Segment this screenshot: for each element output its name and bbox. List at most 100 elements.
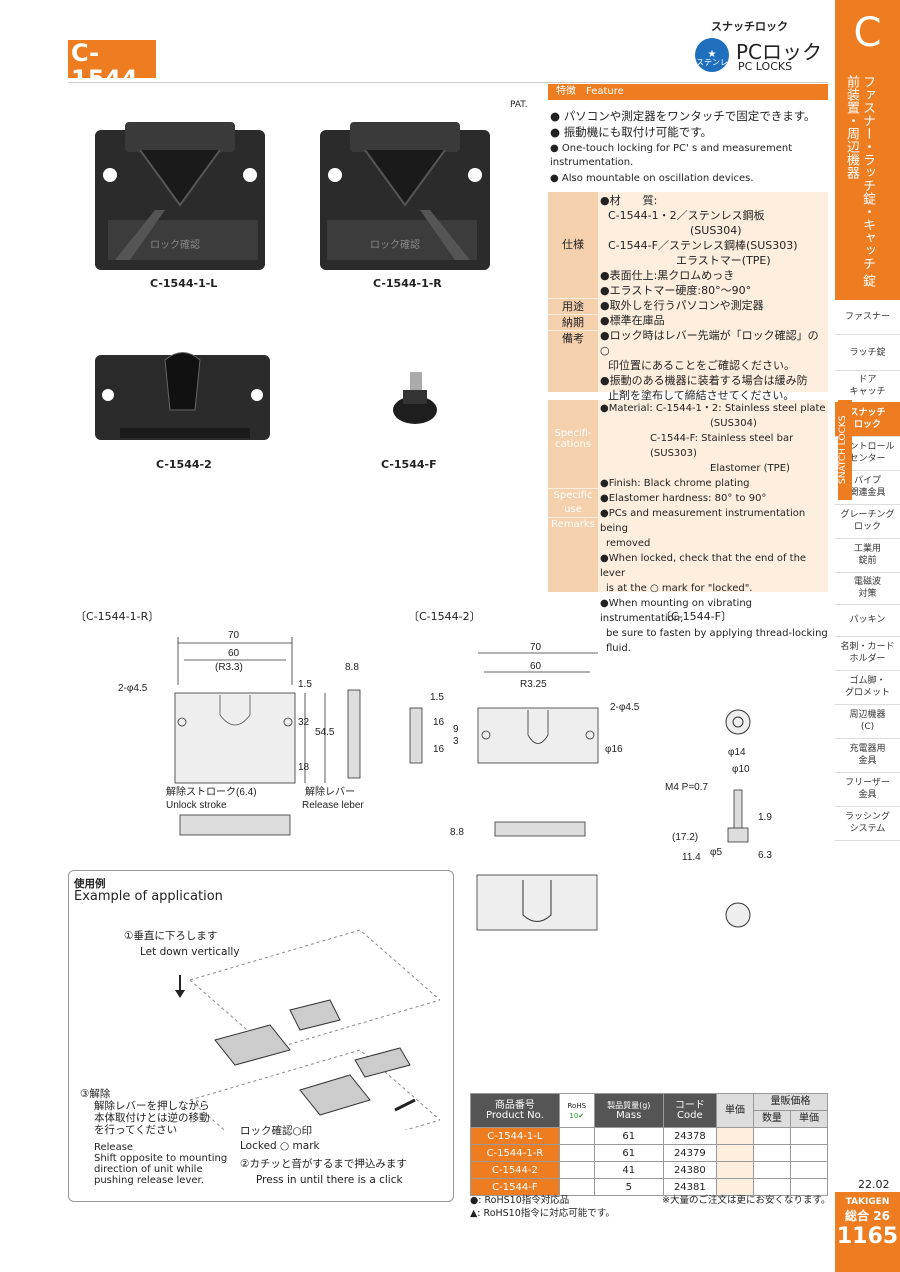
sidebar-snatch-en: SNATCH LOCKS [838,400,852,500]
d2-d16: φ16 [605,744,623,755]
use-jp-label: 用途 [548,299,598,314]
cell-mass: 61 [593,1144,664,1162]
cell-qty [752,1144,791,1162]
cell-rohs [558,1127,595,1145]
sidebar-item[interactable]: フリーザー 金具 [835,772,900,807]
sidebar-item[interactable]: ラッシング システム [835,806,900,841]
feature-bar: 特徴 Feature [548,84,828,100]
sidebar-item[interactable]: 工業用 錠前 [835,538,900,573]
caption-c1544-f: C-1544-F [381,458,437,471]
cell-vprice [789,1161,829,1179]
d3-d10: φ10 [732,764,750,775]
d1-h18: 18 [298,762,310,773]
d3-h172: (17.2) [672,832,698,843]
photo-c1544-f [393,372,437,424]
step2-jp: ②カチッと音がするまで押込みます [240,1158,407,1170]
sidebar-item[interactable]: 充電器用 金具 [835,738,900,773]
note-rohs-possible: ▲: RoHS10指令に対応可能です。 [470,1208,615,1219]
product-badge: C-1544 ステンレス製 [68,40,156,102]
d2-t88: 8.8 [450,827,464,838]
d3-thread: M4 P=0.7 [665,782,709,793]
cell-vprice [789,1144,829,1162]
d1-lever-jp: 解除レバー [305,785,355,798]
sidebar-item[interactable]: ドア キャッチ [835,370,900,403]
caption-c1544-2: C-1544-2 [156,458,212,471]
step1-jp: ①垂直に下ろします [124,930,218,942]
cell-mass: 41 [593,1161,664,1179]
step3-en: Release Shift opposite to mounting direc… [94,1142,228,1186]
d1-stroke-jp: 解除ストローク(6.4) [166,785,257,798]
sidebar-item[interactable]: パッキン [835,604,900,637]
drawing-c1544-2-bottom [476,874,598,931]
drawing-title-2: 〔C-1544-2〕 [408,610,481,623]
cell-pn: C-1544-1-L [470,1127,560,1145]
header-divider [68,82,828,83]
photo-c1544-2 [95,352,270,440]
cell-vprice [789,1178,829,1196]
note-rohs-ok: ●: RoHS10指令対応品 [470,1195,570,1206]
d2-h9: 9 [453,724,459,735]
d1-h32: 32 [298,717,310,728]
sidebar-item[interactable]: パイプ 関連金具 [835,470,900,505]
d1-radius: (R3.3) [215,662,243,673]
note-discount: ※大量のご注文は更にお安くなります。 [662,1195,831,1206]
product-code: C-1544 [71,39,138,93]
cell-unit [715,1144,754,1162]
application-illustration [175,929,440,1130]
d3-h19: 1.9 [758,812,772,823]
th-qty: 数量 [752,1110,791,1128]
cell-rohs [558,1161,595,1179]
cell-code: 24379 [662,1144,717,1162]
step3-jp: ③解除 解除レバーを押しながら 本体取付けとは逆の移動 を行ってください [80,1088,210,1136]
drawing-c1544-1-r: 70 60 (R3.3) 2-φ4.5 1.5 32 54.5 18 8.8 解… [118,630,364,836]
d2-h16b: 16 [433,744,445,755]
sidebar-item[interactable]: 名刺・カード ホルダー [835,636,900,671]
cell-pn: C-1544-2 [470,1161,560,1179]
cell-code: 24378 [662,1127,717,1145]
d1-hole: 2-φ4.5 [118,683,148,694]
d1-w70: 70 [228,630,240,641]
material-note: ステンレス製 [71,92,126,102]
sidebar-item[interactable]: グレーチング ロック [835,504,900,539]
cell-qty [752,1161,791,1179]
feature-jp-2: ● 振動機にも取付け可能です。 [550,125,713,139]
feature-jp-1: ● パソコンや測定器をワンタッチで固定できます。 [550,109,816,123]
cell-mass: 5 [593,1178,664,1196]
edition-date: 22.02 [858,1178,890,1191]
drawing-title-3: 〔C-1544-F〕 [660,610,732,623]
category-jp: スナッチロック [711,20,788,33]
sidebar-category: C ファスナー・ラッチ錠・キャッチ 錠前装置・周辺機器 [835,0,900,300]
page-footer-tab: TAKIGEN 総合 26 1165 [835,1192,900,1272]
sidebar-letter: C [853,10,882,56]
sidebar-item[interactable]: ゴム脚・ グロメット [835,670,900,705]
brand: TAKIGEN [845,1197,890,1207]
sidebar-item[interactable]: ファスナー [835,300,900,335]
page-number: 1165 [836,1224,899,1249]
cell-unit [715,1178,754,1196]
sidebar-item[interactable]: ラッチ錠 [835,336,900,371]
drawing-c1544-f: φ14 φ10 M4 P=0.7 (17.2) 11.4 φ5 1.9 6.3 [665,709,772,928]
product-photos: ロック確認 ロック確認 [95,122,490,440]
caption-c1544-1-l: C-1544-1-L [150,277,218,290]
sidebar-item[interactable]: コントロール センター [835,436,900,471]
d2-w60: 60 [530,661,542,672]
feature-en-1: ● One-touch locking for PC' s and measur… [550,143,793,168]
remarks-jp-label: 備考 [548,331,598,392]
d1-h545: 54.5 [315,727,335,738]
cell-pn: C-1544-1-R [470,1144,560,1162]
d2-hole: 2-φ4.5 [610,702,640,713]
cell-unit [715,1127,754,1145]
step1-en: Let down vertically [140,946,240,958]
photo-c1544-1-l: ロック確認 [95,122,265,270]
cell-qty [752,1127,791,1145]
sidebar-item[interactable]: 電磁波 対策 [835,572,900,605]
sidebar-item[interactable]: 周辺機器 (C) [835,704,900,739]
app-title-en: Example of application [74,889,223,904]
caption-c1544-1-r: C-1544-1-R [373,277,442,290]
lock-mark-jp: ロック確認○印 [240,1125,313,1137]
